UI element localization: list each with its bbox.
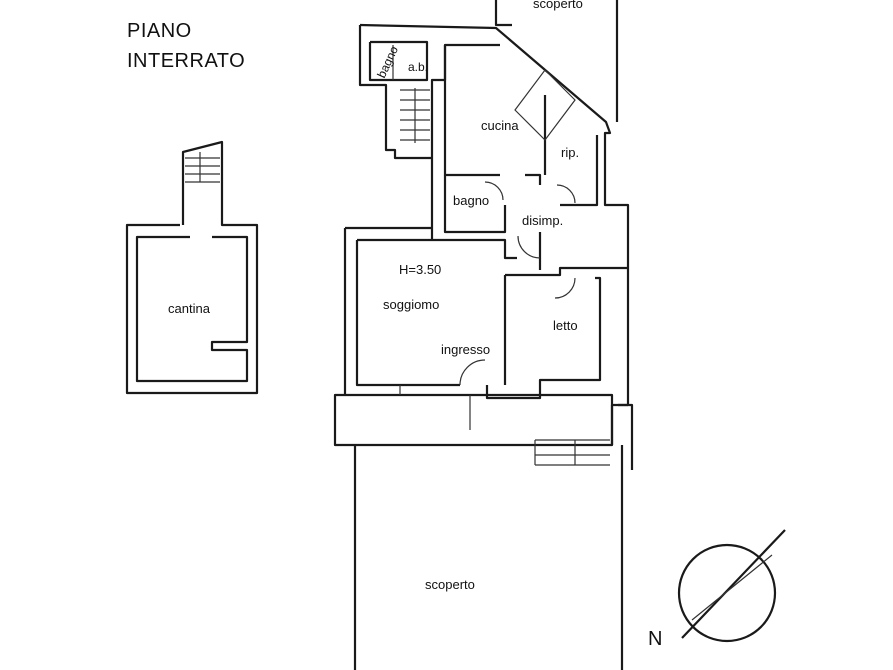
- plan-title-line1: PIANO: [127, 20, 192, 42]
- room-bagno: bagno: [453, 193, 490, 208]
- scoperto-top-boundary: [494, 0, 619, 122]
- room-ab: a.b.: [408, 60, 429, 74]
- room-scoperto-bottom: scoperto: [425, 577, 475, 592]
- main-building-walls: [333, 23, 634, 470]
- cantina-walls: [125, 140, 259, 395]
- room-height: H=3.50: [399, 262, 442, 277]
- compass-north-label: N: [648, 628, 663, 650]
- scoperto-bottom-boundary: [353, 445, 624, 670]
- room-scoperto-top: scoperto: [533, 0, 583, 11]
- room-ingresso: ingresso: [441, 342, 491, 357]
- room-disimp: disimp.: [522, 213, 564, 228]
- compass-icon: [677, 529, 786, 643]
- room-cantina: cantina: [168, 301, 210, 316]
- room-letto: letto: [553, 318, 578, 333]
- room-rip: rip.: [561, 145, 580, 160]
- room-cucina: cucina: [481, 118, 519, 133]
- plan-title-line2: INTERRATO: [127, 50, 246, 72]
- room-soggiorno: soggiomo: [383, 297, 440, 312]
